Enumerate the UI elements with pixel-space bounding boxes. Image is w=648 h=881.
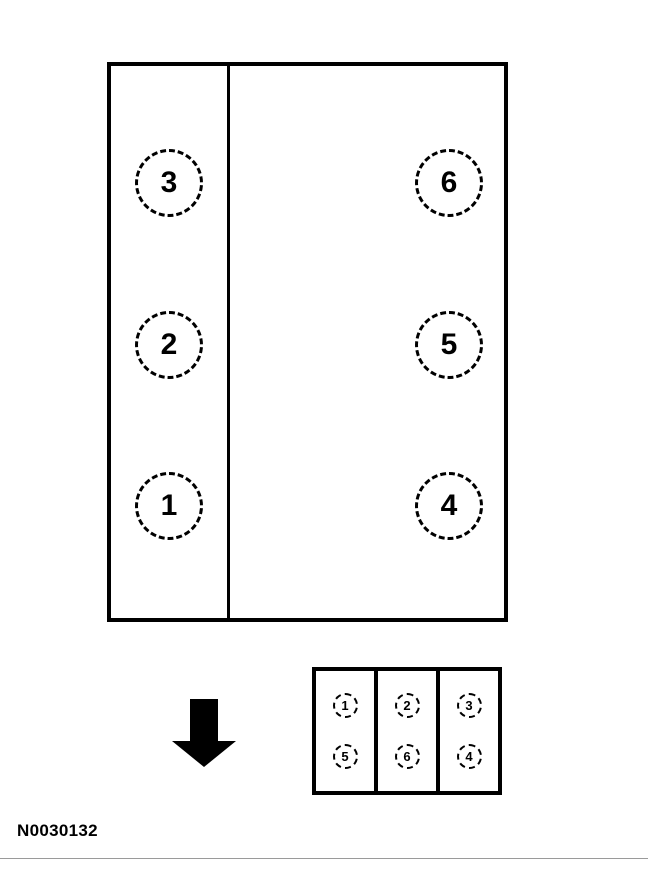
coil-terminal-label: 1 [341, 698, 349, 713]
cylinder-position-6: 6 [415, 149, 483, 217]
cylinder-position-2: 2 [135, 311, 203, 379]
cylinder-position-1: 1 [135, 472, 203, 540]
coil-column-3: 3 4 [436, 671, 498, 791]
coil-terminal-label: 2 [403, 698, 411, 713]
footer-divider-rule [0, 858, 648, 859]
coil-terminal-top: 2 [394, 693, 420, 718]
cylinder-number-label: 4 [440, 489, 458, 522]
cylinder-position-4: 4 [415, 472, 483, 540]
coil-terminal-top: 3 [456, 693, 482, 718]
front-of-vehicle-arrow-icon [168, 697, 240, 769]
coil-column-2: 2 6 [374, 671, 436, 791]
cylinder-number-label: 1 [160, 489, 178, 522]
coil-terminal-bottom: 4 [456, 744, 482, 769]
cylinder-position-5: 5 [415, 311, 483, 379]
coil-terminal-label: 4 [465, 749, 473, 764]
coil-terminal-label: 3 [465, 698, 473, 713]
coil-pack-terminal-table: 1 5 2 6 3 4 [312, 667, 502, 795]
cylinder-number-label: 5 [440, 328, 458, 361]
cylinder-number-label: 6 [440, 166, 458, 199]
coil-terminal-label: 5 [341, 749, 349, 764]
coil-terminal-bottom: 5 [332, 744, 358, 769]
cylinder-number-label: 2 [160, 328, 178, 361]
cylinder-number-label: 3 [160, 166, 178, 199]
coil-terminal-bottom: 6 [394, 744, 420, 769]
cylinder-position-3: 3 [135, 149, 203, 217]
coil-terminal-top: 1 [332, 693, 358, 718]
coil-column-1: 1 5 [316, 671, 374, 791]
coil-terminal-label: 6 [403, 749, 411, 764]
cylinder-bank-divider [227, 62, 230, 622]
figure-reference-label: N0030132 [17, 821, 98, 840]
